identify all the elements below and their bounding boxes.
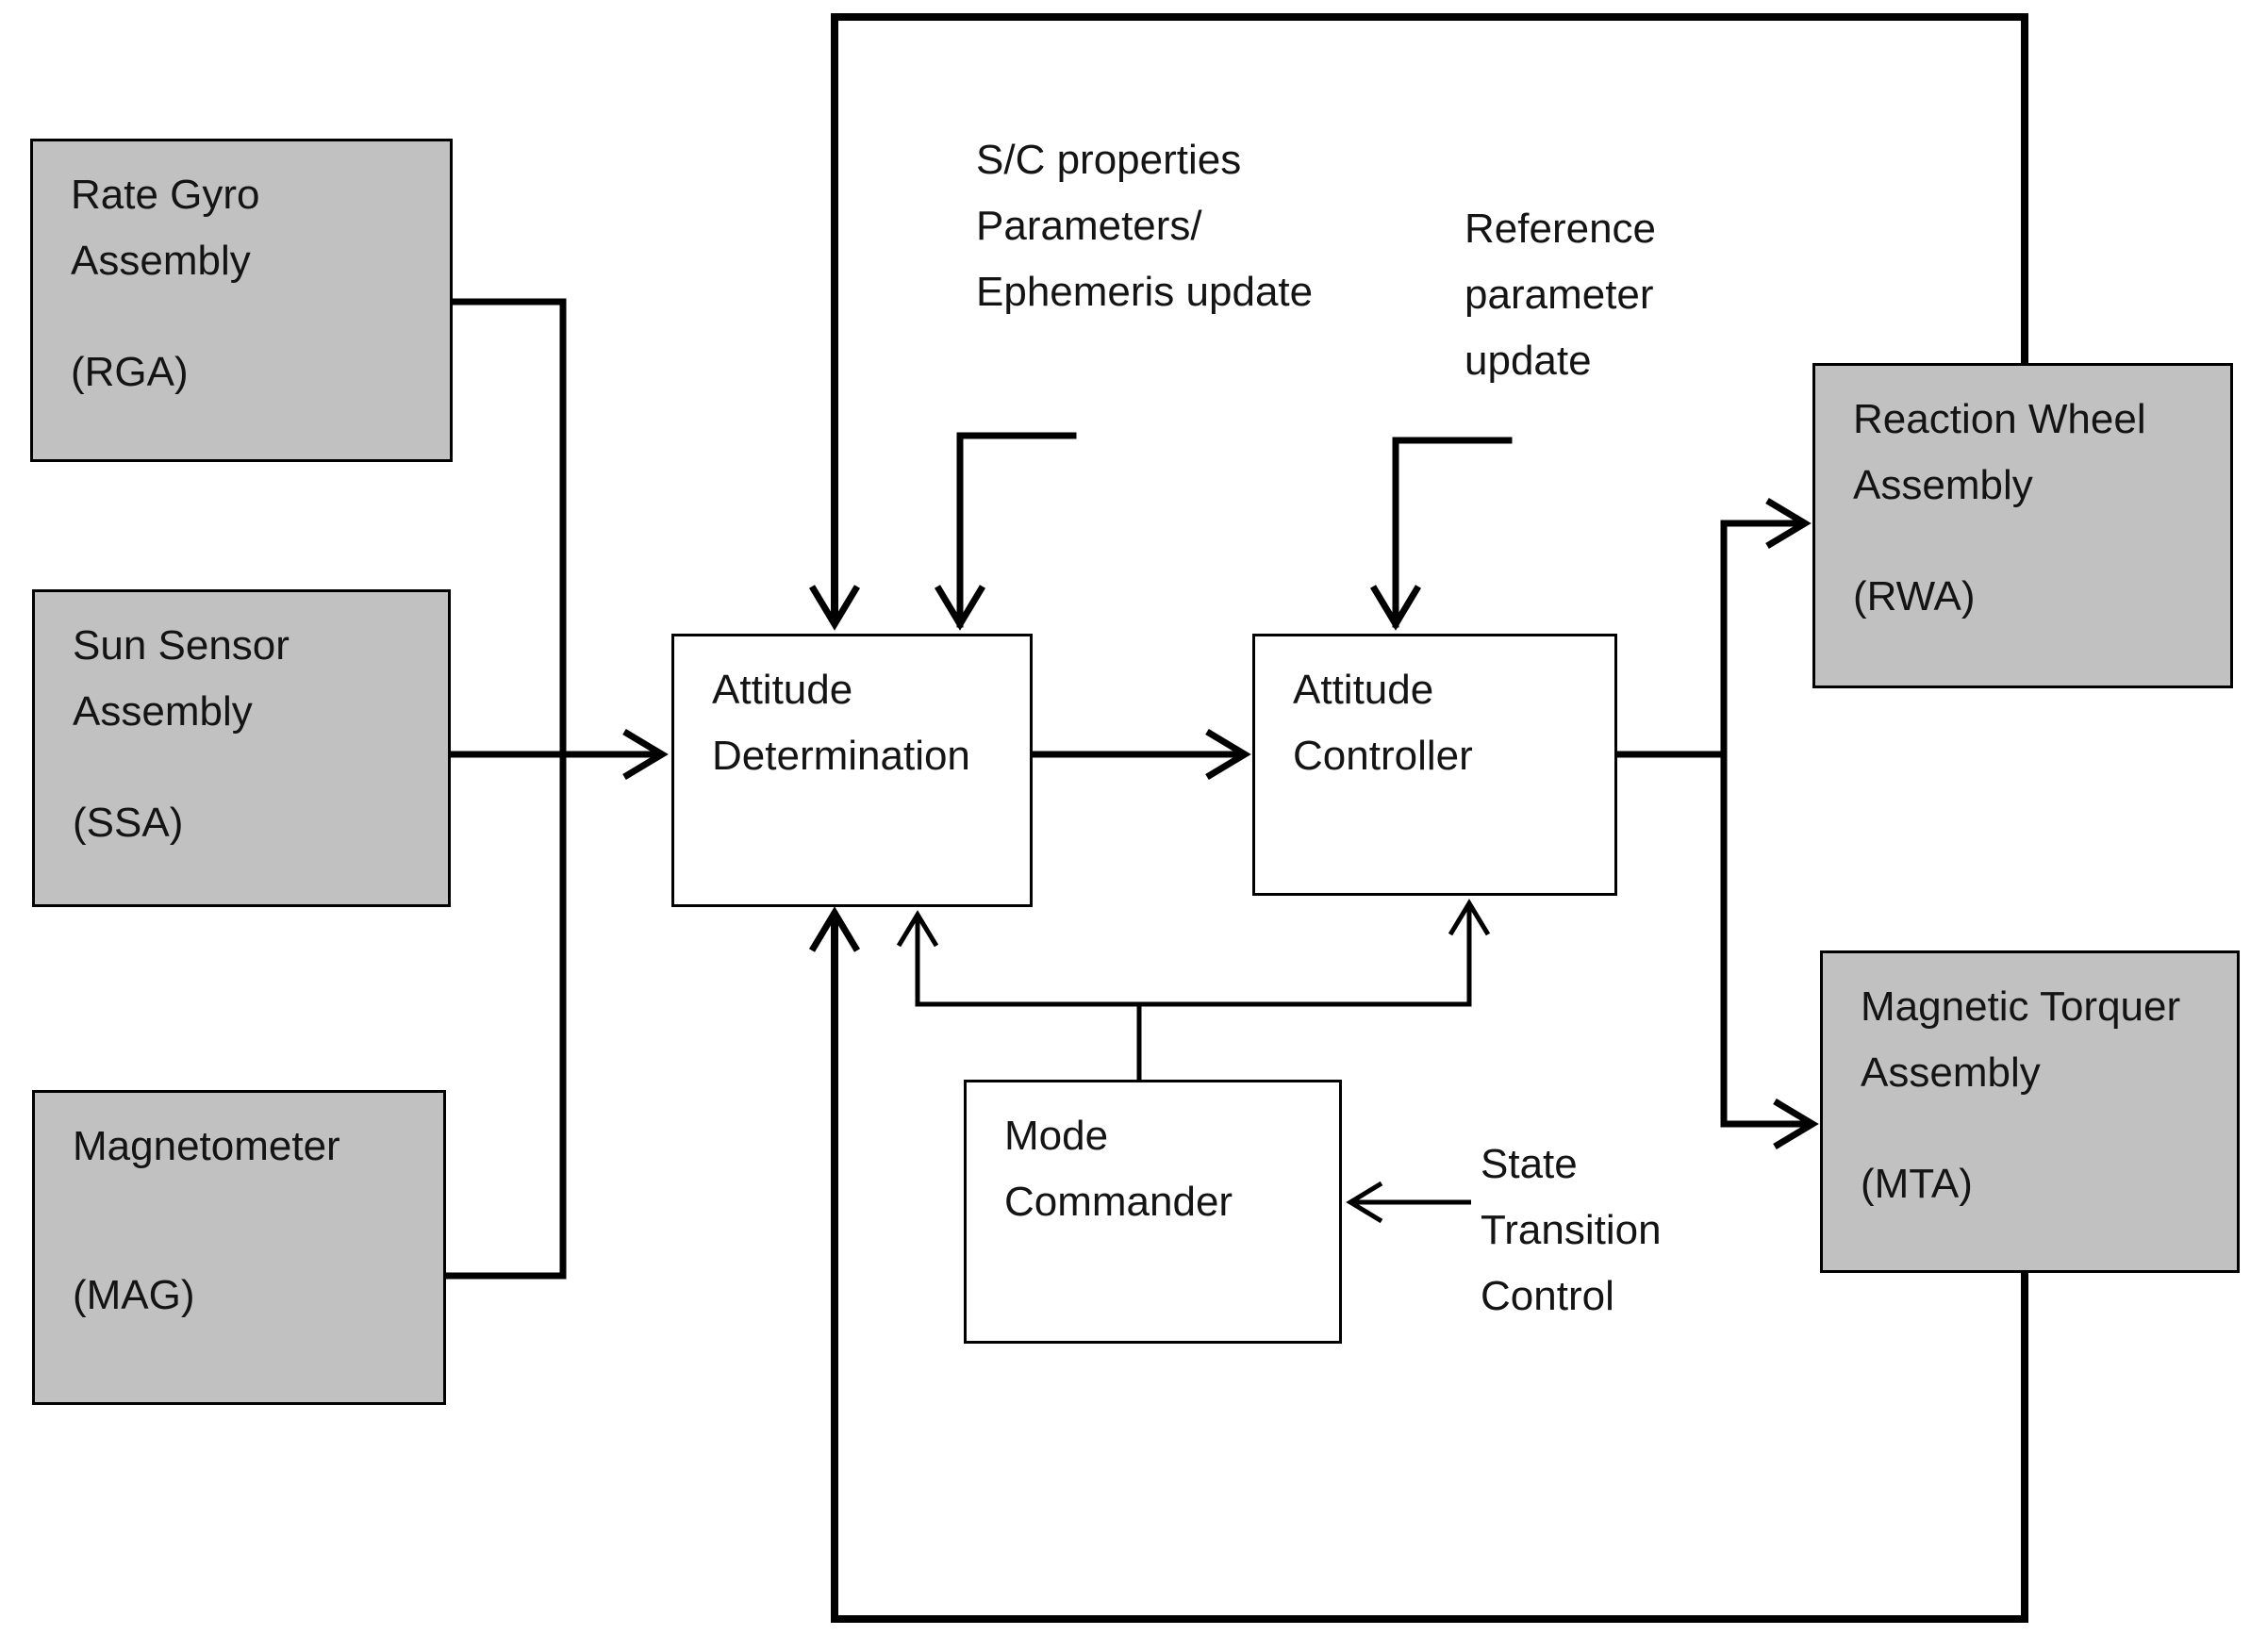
node-label: Reaction Wheel <box>1853 396 2146 442</box>
node-attitude-controller: Attitude Controller <box>1252 634 1617 896</box>
node-reaction-wheel-assembly: Reaction Wheel Assembly (RWA) <box>1812 363 2233 688</box>
node-label: Assembly <box>71 238 251 284</box>
node-attitude-determination: Attitude Determination <box>671 634 1033 907</box>
annotation-line: Parameters/ <box>976 203 1202 249</box>
node-label: Magnetic Torquer <box>1861 983 2181 1030</box>
node-label: Determination <box>712 733 970 779</box>
node-label: Commander <box>1004 1179 1233 1225</box>
node-abbr: (MAG) <box>73 1272 195 1318</box>
edge-sc-properties-into-ad <box>934 432 1077 631</box>
node-abbr: (RGA) <box>71 349 189 395</box>
edge-rwa-top-feedback <box>831 13 2028 367</box>
node-label: Assembly <box>1861 1049 2041 1096</box>
annotation-line: update <box>1464 338 1592 384</box>
annotation-line: State <box>1481 1141 1578 1187</box>
node-mode-commander: Mode Commander <box>964 1080 1342 1344</box>
node-label: Rate Gyro <box>71 172 260 218</box>
node-label: Sun Sensor <box>73 622 290 669</box>
annotation-line: Transition <box>1481 1207 1662 1253</box>
annotation-line: Control <box>1481 1273 1614 1319</box>
node-abbr: (SSA) <box>73 800 184 846</box>
annotation-line: Ephemeris update <box>976 269 1314 315</box>
node-magnetometer: Magnetometer (MAG) <box>32 1090 446 1405</box>
annotation-state-transition-control: State Transition Control <box>1481 1132 1662 1330</box>
node-abbr: (RWA) <box>1853 573 1976 620</box>
node-sun-sensor-assembly: Sun Sensor Assembly (SSA) <box>32 589 451 907</box>
annotation-sc-properties: S/C properties Parameters/ Ephemeris upd… <box>976 127 1313 325</box>
edge-reference-into-ac <box>1369 437 1513 631</box>
annotation-line: S/C properties <box>976 137 1242 183</box>
node-label: Magnetometer <box>73 1123 340 1169</box>
node-rate-gyro-assembly: Rate Gyro Assembly (RGA) <box>30 139 453 462</box>
node-label: Attitude <box>712 667 853 713</box>
annotation-line: Reference <box>1464 206 1657 252</box>
annotation-line: parameter <box>1464 272 1654 318</box>
node-label: Assembly <box>1853 462 2033 508</box>
edge-mta-bottom-feedback <box>831 1269 2028 1623</box>
node-label: Controller <box>1293 733 1473 779</box>
node-label: Mode <box>1004 1113 1109 1159</box>
node-abbr: (MTA) <box>1861 1161 1973 1207</box>
node-magnetic-torquer-assembly: Magnetic Torquer Assembly (MTA) <box>1820 950 2240 1273</box>
node-label: Assembly <box>73 688 253 735</box>
node-label: Attitude <box>1293 667 1434 713</box>
annotation-reference-parameter-update: Reference parameter update <box>1464 196 1656 394</box>
